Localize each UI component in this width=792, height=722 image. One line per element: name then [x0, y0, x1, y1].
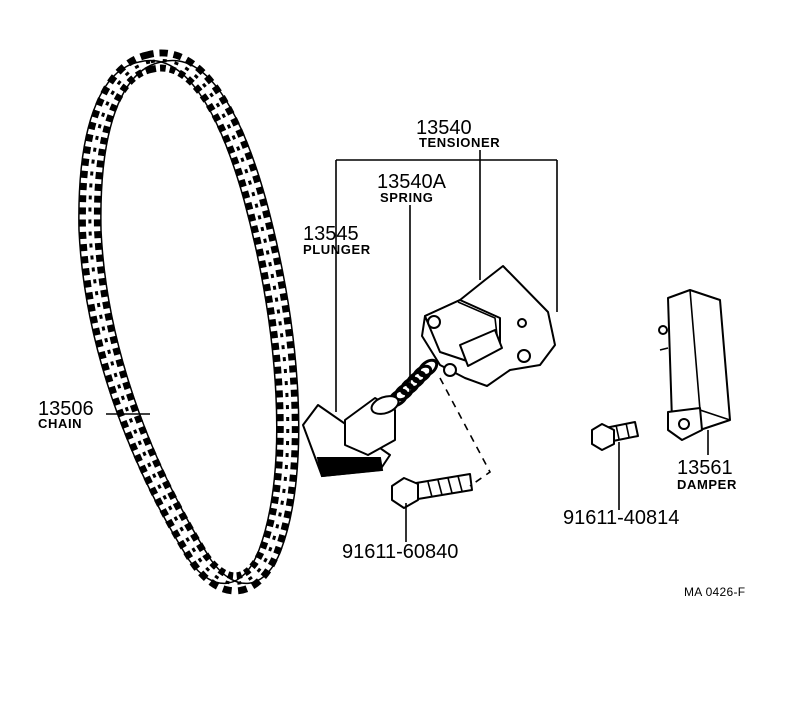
damper-number: 13561: [677, 457, 733, 479]
damper: [658, 289, 731, 441]
bolt-short-number: 91611-40814: [563, 507, 679, 529]
bolt-long-number: 91611-60840: [342, 541, 458, 563]
assembly-dashed-line: [439, 377, 492, 487]
leader-lines: [106, 150, 709, 542]
tensioner-name: TENSIONER: [419, 135, 500, 150]
damper-name: DAMPER: [677, 477, 737, 492]
bolt-long: [391, 473, 473, 509]
plunger-number: 13545: [303, 223, 359, 245]
figure-code: MA 0426-F: [684, 585, 745, 599]
timing-chain: [78, 49, 300, 595]
chain-number: 13506: [38, 398, 94, 420]
spring-number: 13540A: [377, 171, 447, 193]
chain-name: CHAIN: [38, 416, 82, 431]
labels: 13540 TENSIONER 13540A SPRING 13545 PLUN…: [38, 117, 745, 599]
tensioner-number: 13540: [416, 117, 472, 139]
plunger: [302, 395, 400, 478]
bolt-short: [591, 421, 639, 451]
plunger-name: PLUNGER: [303, 242, 371, 257]
spring-name: SPRING: [380, 190, 433, 205]
spring: [387, 358, 439, 408]
tensioner-body: [421, 265, 556, 387]
